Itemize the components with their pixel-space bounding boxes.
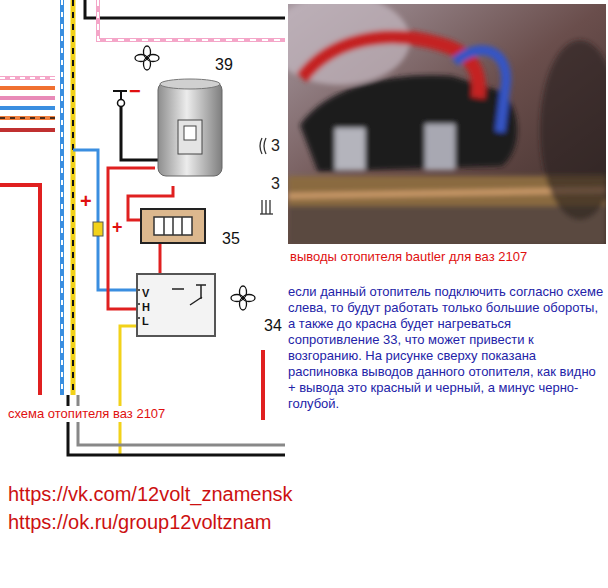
pin-label: V: [142, 287, 149, 299]
pin-label: L: [142, 315, 149, 327]
fan-icon: [231, 286, 255, 310]
callout-number: 39: [215, 56, 233, 74]
link-text: https://ok.ru/group12voltznam: [8, 511, 271, 533]
callout-number: 34: [264, 317, 282, 335]
motor-box: 39: [155, 78, 227, 186]
wire: [159, 244, 162, 273]
wires: [0, 0, 285, 455]
callout-number: 35: [222, 230, 240, 248]
connector-photo: [288, 4, 606, 244]
diagram-caption: схема отопителя ваз 2107: [8, 406, 173, 422]
switch-contact: [172, 285, 206, 305]
polarity-sign: +: [80, 190, 92, 212]
photo-caption: выводы отопителя bautler для ваз 2107: [290, 250, 527, 264]
resistor-box: 35: [140, 208, 206, 244]
note-text: если данный отопитель подключить согласн…: [288, 284, 604, 412]
ground-terminal: [118, 100, 125, 107]
motor-symbol: [158, 79, 222, 176]
pin-label: H: [142, 301, 150, 313]
resistor-element: [154, 217, 192, 235]
switch-pin: [138, 290, 140, 318]
switch-box: VHL34: [136, 273, 216, 337]
link-text: https://vk.com/12volt_znamensk: [8, 483, 293, 505]
resistor-element: [164, 217, 182, 235]
fuse-symbol: [93, 222, 103, 236]
fan-icon: [135, 46, 159, 70]
resistor-symbol: [142, 210, 204, 242]
polarity-sign: +: [112, 218, 123, 238]
callout-number: 3: [271, 137, 280, 155]
polarity-sign: −: [129, 80, 141, 102]
callout-number: 3: [271, 175, 280, 193]
